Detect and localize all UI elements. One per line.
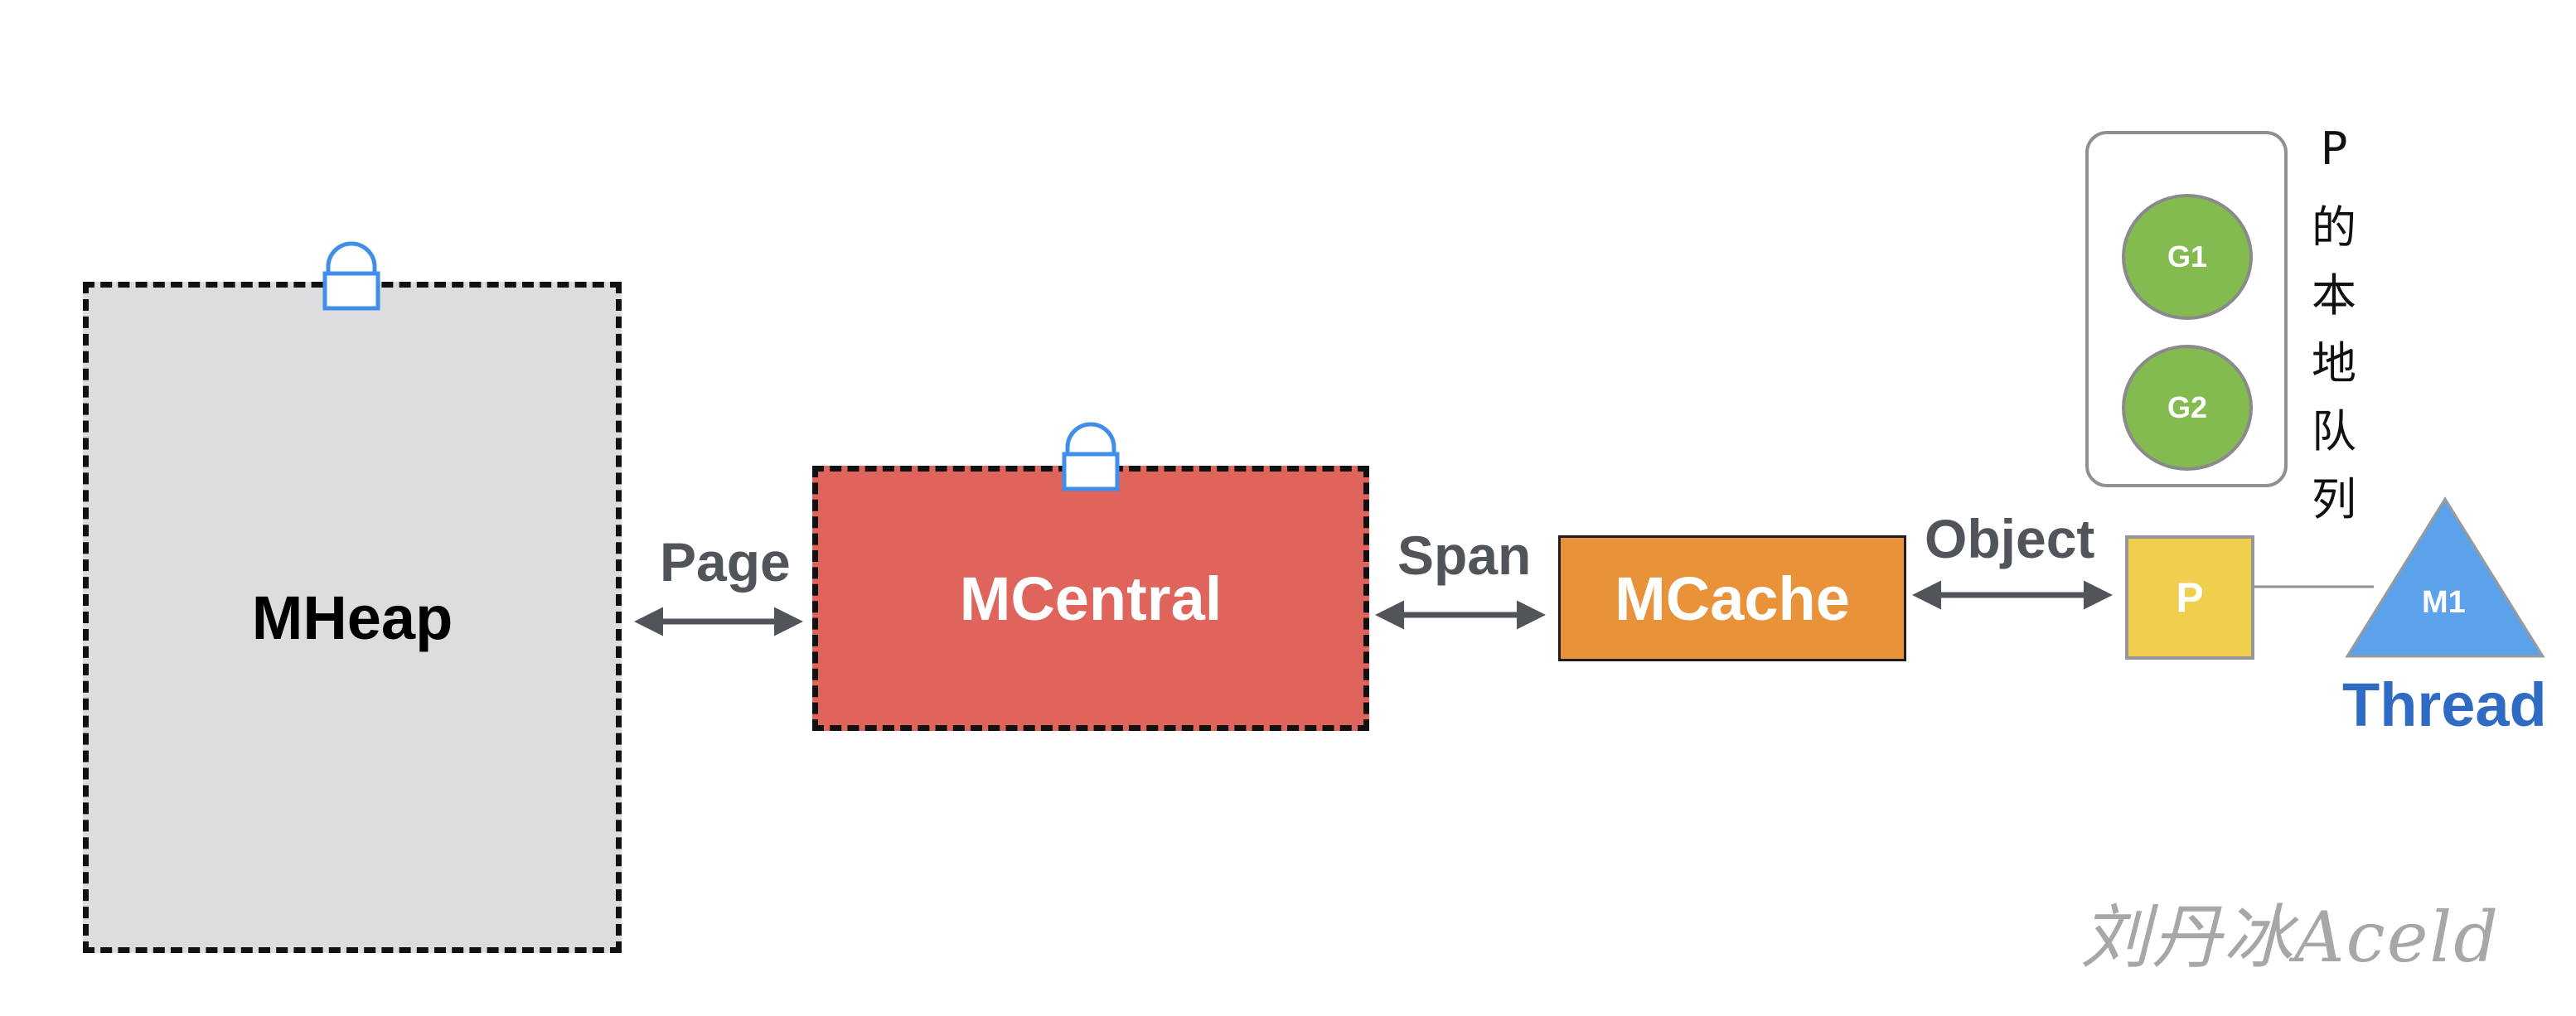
g2-label: G2 bbox=[2167, 390, 2208, 424]
local-queue-char: 队 bbox=[2312, 405, 2356, 457]
thread-m1-triangle bbox=[2345, 496, 2545, 658]
goroutine-g2: G2 bbox=[2122, 345, 2253, 471]
mheap-label: MHeap bbox=[251, 583, 453, 652]
local-queue-char: 地 bbox=[2312, 337, 2356, 389]
lock-icon bbox=[1062, 422, 1120, 491]
p-label: P bbox=[2176, 574, 2204, 621]
local-queue-container bbox=[2085, 131, 2288, 487]
mcache-box: MCache bbox=[1558, 535, 1906, 661]
mcentral-box: MCentral bbox=[812, 466, 1369, 731]
edge-label-span: Span bbox=[1397, 525, 1532, 586]
edge-label-page: Page bbox=[660, 531, 791, 593]
lock-icon bbox=[322, 241, 380, 311]
thread-label: Thread bbox=[2342, 670, 2547, 739]
watermark: 刘丹冰Aceld bbox=[2080, 897, 2501, 978]
m1-label: M1 bbox=[2422, 585, 2466, 620]
goroutine-g1: G1 bbox=[2122, 194, 2253, 320]
local-queue-char: 的 bbox=[2312, 201, 2356, 254]
mcache-label: MCache bbox=[1615, 564, 1850, 633]
mheap-box: MHeap bbox=[83, 282, 622, 953]
local-queue-char: 本 bbox=[2312, 269, 2356, 322]
g1-label: G1 bbox=[2167, 239, 2208, 273]
mcentral-label: MCentral bbox=[959, 564, 1223, 633]
local-queue-char: P bbox=[2320, 123, 2348, 175]
local-queue-char: 列 bbox=[2312, 473, 2356, 525]
p-box: P bbox=[2125, 535, 2254, 660]
edge-label-object: Object bbox=[1925, 508, 2095, 569]
